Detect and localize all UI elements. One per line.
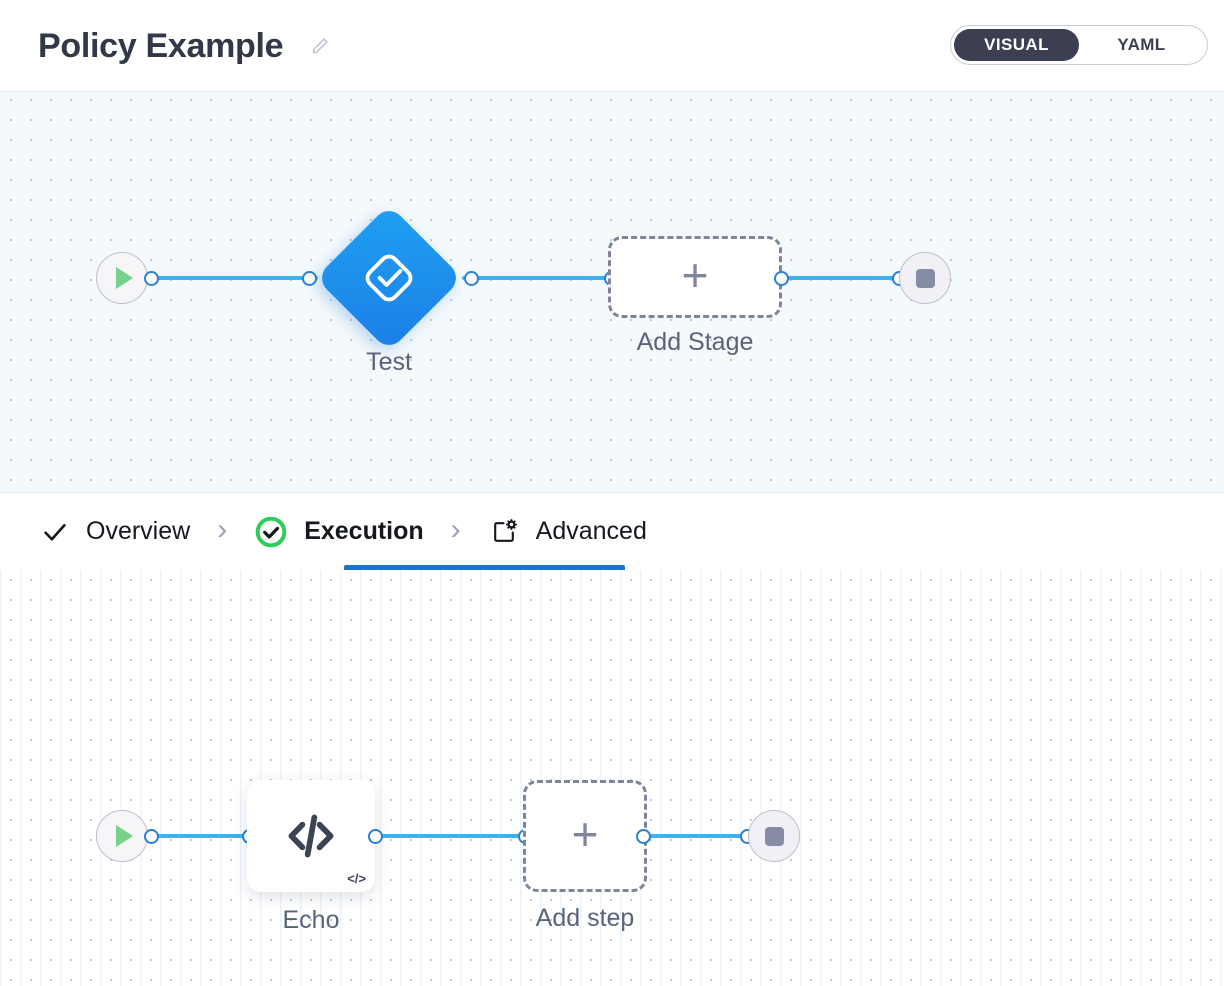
code-icon: [288, 814, 334, 858]
window-gear-icon: [488, 516, 520, 548]
check-icon: [40, 517, 70, 547]
play-icon: [116, 267, 133, 289]
edge-start-to-echo: [148, 834, 260, 838]
tab-overview-label: Overview: [86, 517, 191, 545]
add-stage-label: Add Stage: [636, 328, 754, 356]
step-canvas[interactable]: </> Echo + Add step: [0, 570, 1224, 986]
edge-test-to-add-stage: [462, 276, 614, 280]
port-add-stage-out[interactable]: [774, 271, 789, 286]
edge-start-to-test: [148, 276, 318, 280]
port-echo-out[interactable]: [368, 829, 383, 844]
tab-advanced-label: Advanced: [535, 517, 647, 545]
port-test-out[interactable]: [464, 271, 479, 286]
mode-yaml-button[interactable]: YAML: [1117, 35, 1166, 54]
port-test-in[interactable]: [302, 271, 317, 286]
stage-diamond: [315, 204, 463, 352]
stage-canvas[interactable]: Test + Add Stage: [0, 92, 1224, 492]
add-step-box[interactable]: +: [523, 780, 647, 892]
add-stage-node[interactable]: + Add Stage: [608, 236, 782, 356]
page-title: Policy Example: [38, 26, 284, 65]
active-tab-underline: [344, 565, 625, 570]
stage-start-node[interactable]: [96, 252, 148, 304]
step-end-node[interactable]: [748, 810, 800, 862]
stop-icon: [915, 268, 935, 288]
start-circle: [96, 252, 148, 304]
end-circle: [748, 810, 800, 862]
check-circle-icon: [254, 515, 288, 549]
view-mode-toggle[interactable]: VISUAL YAML: [950, 25, 1208, 65]
tab-advanced[interactable]: Advanced: [488, 493, 647, 570]
stop-icon: [764, 826, 784, 846]
plus-icon: +: [681, 248, 709, 301]
page-header: Policy Example VISUAL YAML: [0, 0, 1224, 92]
step-card-echo[interactable]: </>: [247, 780, 375, 892]
section-tabbar[interactable]: Overview › Execution › Advanced: [0, 492, 1224, 570]
tab-execution-label: Execution: [304, 517, 424, 545]
tab-execution[interactable]: Execution: [254, 493, 424, 570]
plus-icon: +: [571, 807, 599, 860]
stage-label-test: Test: [366, 348, 412, 376]
port-step-start-out[interactable]: [144, 829, 159, 844]
add-stage-box[interactable]: +: [608, 236, 782, 318]
edge-add-stage-to-end: [778, 276, 904, 280]
port-add-step-out[interactable]: [636, 829, 651, 844]
add-step-node[interactable]: + Add step: [523, 780, 647, 932]
start-circle: [96, 810, 148, 862]
code-badge-icon: </>: [347, 871, 366, 886]
mode-visual-button[interactable]: VISUAL: [954, 29, 1079, 61]
approval-check-icon: [365, 254, 413, 302]
pencil-icon[interactable]: [309, 35, 331, 57]
edge-add-step-to-end: [640, 834, 758, 838]
stage-node-test[interactable]: Test: [315, 204, 463, 376]
step-start-node[interactable]: [96, 810, 148, 862]
stage-end-node[interactable]: [899, 252, 951, 304]
tab-separator-1: ›: [217, 513, 228, 546]
step-node-echo[interactable]: </> Echo: [247, 780, 375, 934]
tab-overview[interactable]: Overview: [40, 493, 190, 570]
end-circle: [899, 252, 951, 304]
edge-echo-to-add-step: [372, 834, 530, 838]
step-label-echo: Echo: [282, 906, 340, 934]
tab-separator-2: ›: [450, 513, 461, 546]
add-step-label: Add step: [535, 904, 635, 932]
port-start-out[interactable]: [144, 271, 159, 286]
play-icon: [116, 825, 133, 847]
